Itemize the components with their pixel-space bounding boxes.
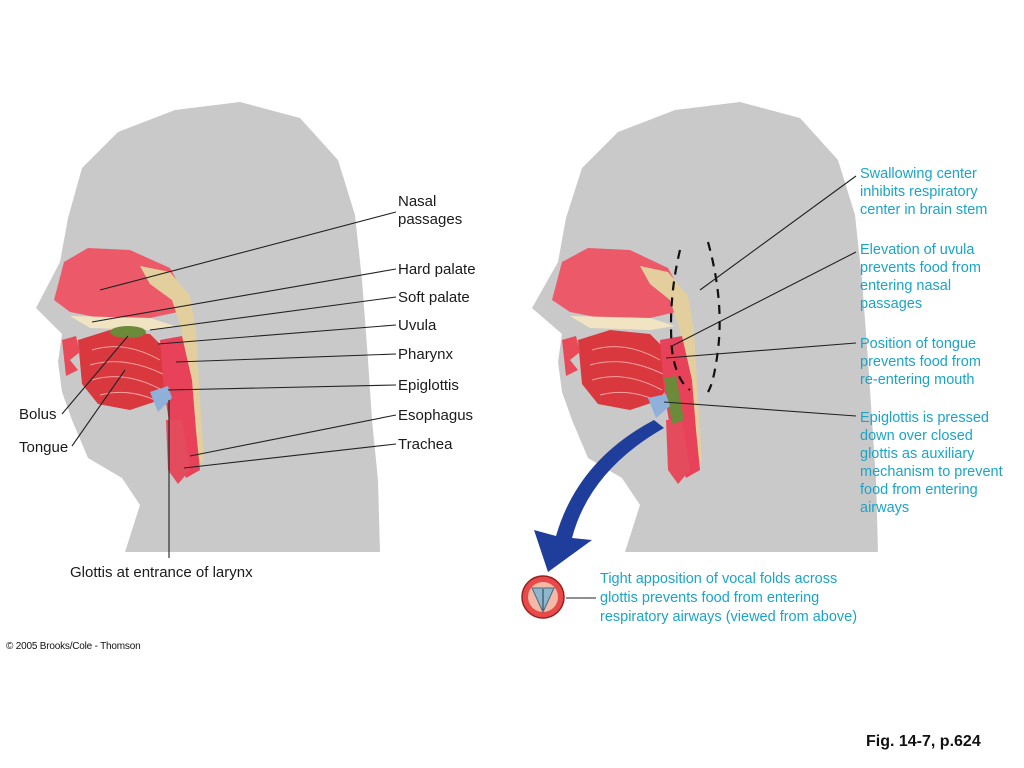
- right-tongue-striation: [589, 346, 666, 401]
- label-trachea: Trachea: [398, 436, 453, 453]
- note-tongue-position: Position of tongue prevents food from re…: [860, 336, 985, 388]
- label-uvula: Uvula: [398, 317, 437, 334]
- left-leader-lines: [61, 211, 397, 558]
- right-head: [532, 102, 878, 552]
- copyright-notice: © 2005 Brooks/Cole - Thomson: [6, 641, 141, 652]
- right-leader-lines: [566, 175, 857, 599]
- left-labels: Nasal passages Hard palate Soft palate U…: [19, 193, 476, 581]
- label-epiglottis: Epiglottis: [398, 377, 459, 394]
- left-nasal-cavity: [54, 248, 182, 318]
- left-head-silhouette: [36, 102, 380, 552]
- label-tongue: Tongue: [19, 439, 68, 456]
- label-hard-palate: Hard palate: [398, 261, 476, 278]
- note-vocal-folds: Tight apposition of vocal folds across g…: [600, 571, 857, 625]
- right-brainstem-outline: [669, 241, 721, 393]
- right-bolus-in-esophagus: [664, 376, 684, 424]
- left-bolus: [110, 326, 146, 338]
- left-pharynx: [160, 336, 200, 478]
- right-lips: [562, 336, 580, 376]
- label-esophagus: Esophagus: [398, 407, 473, 424]
- right-head-silhouette: [532, 102, 878, 552]
- note-uvula-elevation: Elevation of uvula prevents food from en…: [860, 242, 985, 312]
- left-epiglottis: [150, 386, 172, 412]
- note-epiglottis-pressed: Epiglottis is pressed down over closed g…: [860, 410, 1007, 516]
- right-epiglottis: [648, 394, 670, 418]
- note-swallowing-center: Swallowing center inhibits respiratory c…: [860, 166, 987, 218]
- down-arrow: [534, 420, 664, 572]
- left-skull-bone: [140, 266, 204, 470]
- right-notes: Swallowing center inhibits respiratory c…: [600, 166, 1007, 625]
- right-tongue: [578, 330, 672, 410]
- right-skull-bone: [640, 266, 702, 470]
- label-soft-palate: Soft palate: [398, 289, 470, 306]
- left-head: [36, 102, 380, 552]
- label-glottis: Glottis at entrance of larynx: [70, 564, 253, 581]
- right-trachea: [666, 420, 690, 484]
- label-nasal-passages: Nasal passages: [398, 193, 462, 228]
- left-hard-palate: [70, 316, 175, 330]
- left-tongue-striation: [89, 346, 166, 401]
- left-lips: [62, 336, 80, 376]
- label-bolus: Bolus: [19, 406, 57, 423]
- vocal-folds-inset: [521, 575, 565, 619]
- figure-reference: Fig. 14-7, p.624: [866, 733, 981, 750]
- right-nasal-cavity: [552, 248, 680, 318]
- label-pharynx: Pharynx: [398, 346, 454, 363]
- right-hard-palate: [570, 316, 675, 330]
